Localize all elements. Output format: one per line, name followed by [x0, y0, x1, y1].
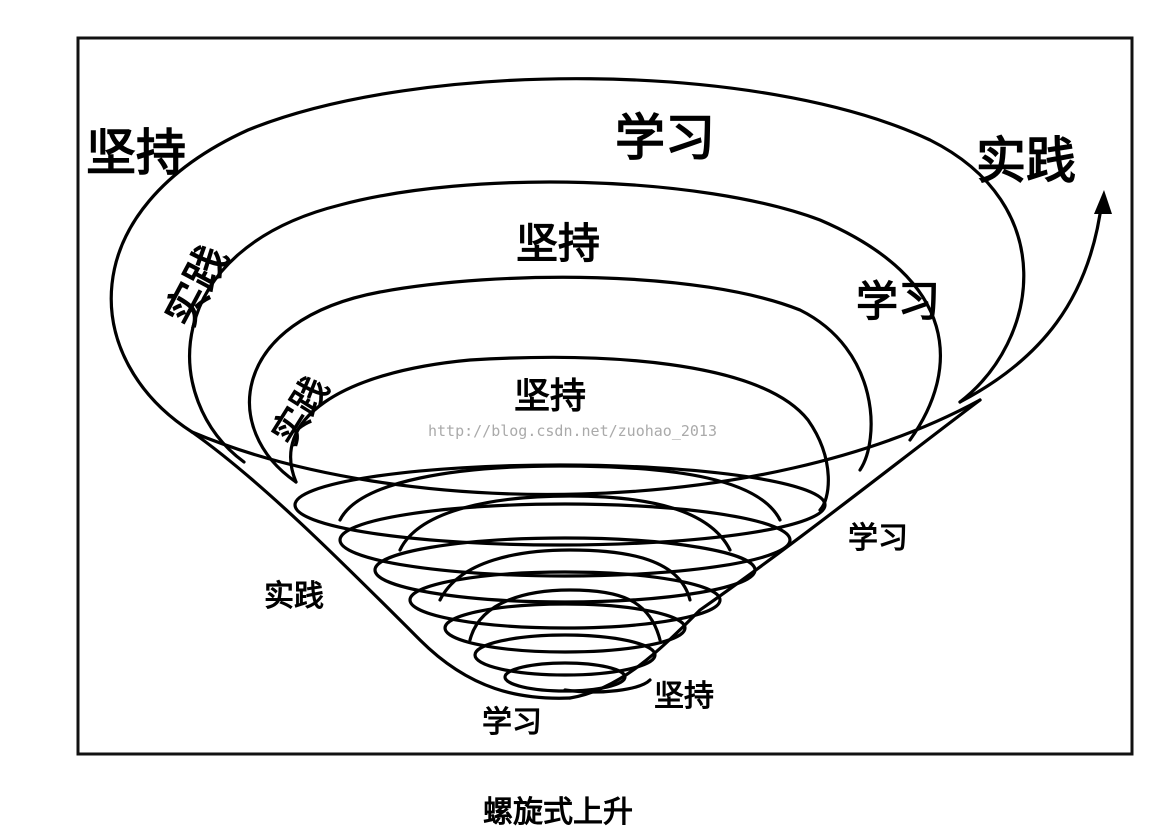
inner-dome-4: [468, 588, 662, 642]
label-bottom-learn: 学习: [482, 705, 542, 740]
label-outer-learn: 学习: [615, 109, 715, 167]
label-lower-learn: 学习: [848, 521, 908, 556]
diagram-caption: 螺旋式上升: [483, 795, 633, 830]
label-bottom-persist: 坚持: [654, 679, 714, 714]
arrow-head: [1094, 190, 1112, 214]
cone-ring-4: [408, 570, 722, 630]
label-outer-persist: 坚持: [86, 124, 186, 182]
label-ring3-practice: 实践: [265, 370, 338, 453]
spiral-loop-2: [188, 180, 943, 464]
cone-ring-7: [503, 661, 627, 693]
cone-ring-3: [373, 536, 757, 604]
inner-dome-2: [398, 494, 732, 552]
cone-right-edge: [568, 398, 982, 700]
label-lower-practice: 实践: [264, 579, 324, 614]
spiral-outer-arrow-curve: [958, 198, 1104, 404]
cone-ring-5: [443, 602, 687, 654]
label-ring2-practice: 实践: [156, 238, 239, 335]
watermark-text: http://blog.csdn.net/zuohao_2013: [428, 422, 717, 440]
inner-dome-3: [438, 548, 692, 602]
cone-ring-6: [473, 633, 657, 677]
label-ring2-learn: 学习: [856, 277, 940, 326]
cone-rim: [190, 398, 982, 497]
spiral-lines: [109, 77, 1112, 700]
inner-dome-1: [338, 464, 782, 522]
label-ring2-persist: 坚持: [516, 219, 600, 268]
label-ring3-persist: 坚持: [514, 376, 586, 417]
cone-left-edge: [190, 430, 572, 700]
spiral-outer-loop: [109, 77, 1026, 434]
spiral-loop-3: [248, 275, 873, 484]
cone-ring-2: [338, 502, 792, 578]
spiral-loop-4: [289, 355, 830, 512]
diagram-frame: [76, 36, 1134, 756]
spiral-bottom-tail: [563, 678, 652, 694]
label-outer-practice: 实践: [976, 132, 1076, 190]
